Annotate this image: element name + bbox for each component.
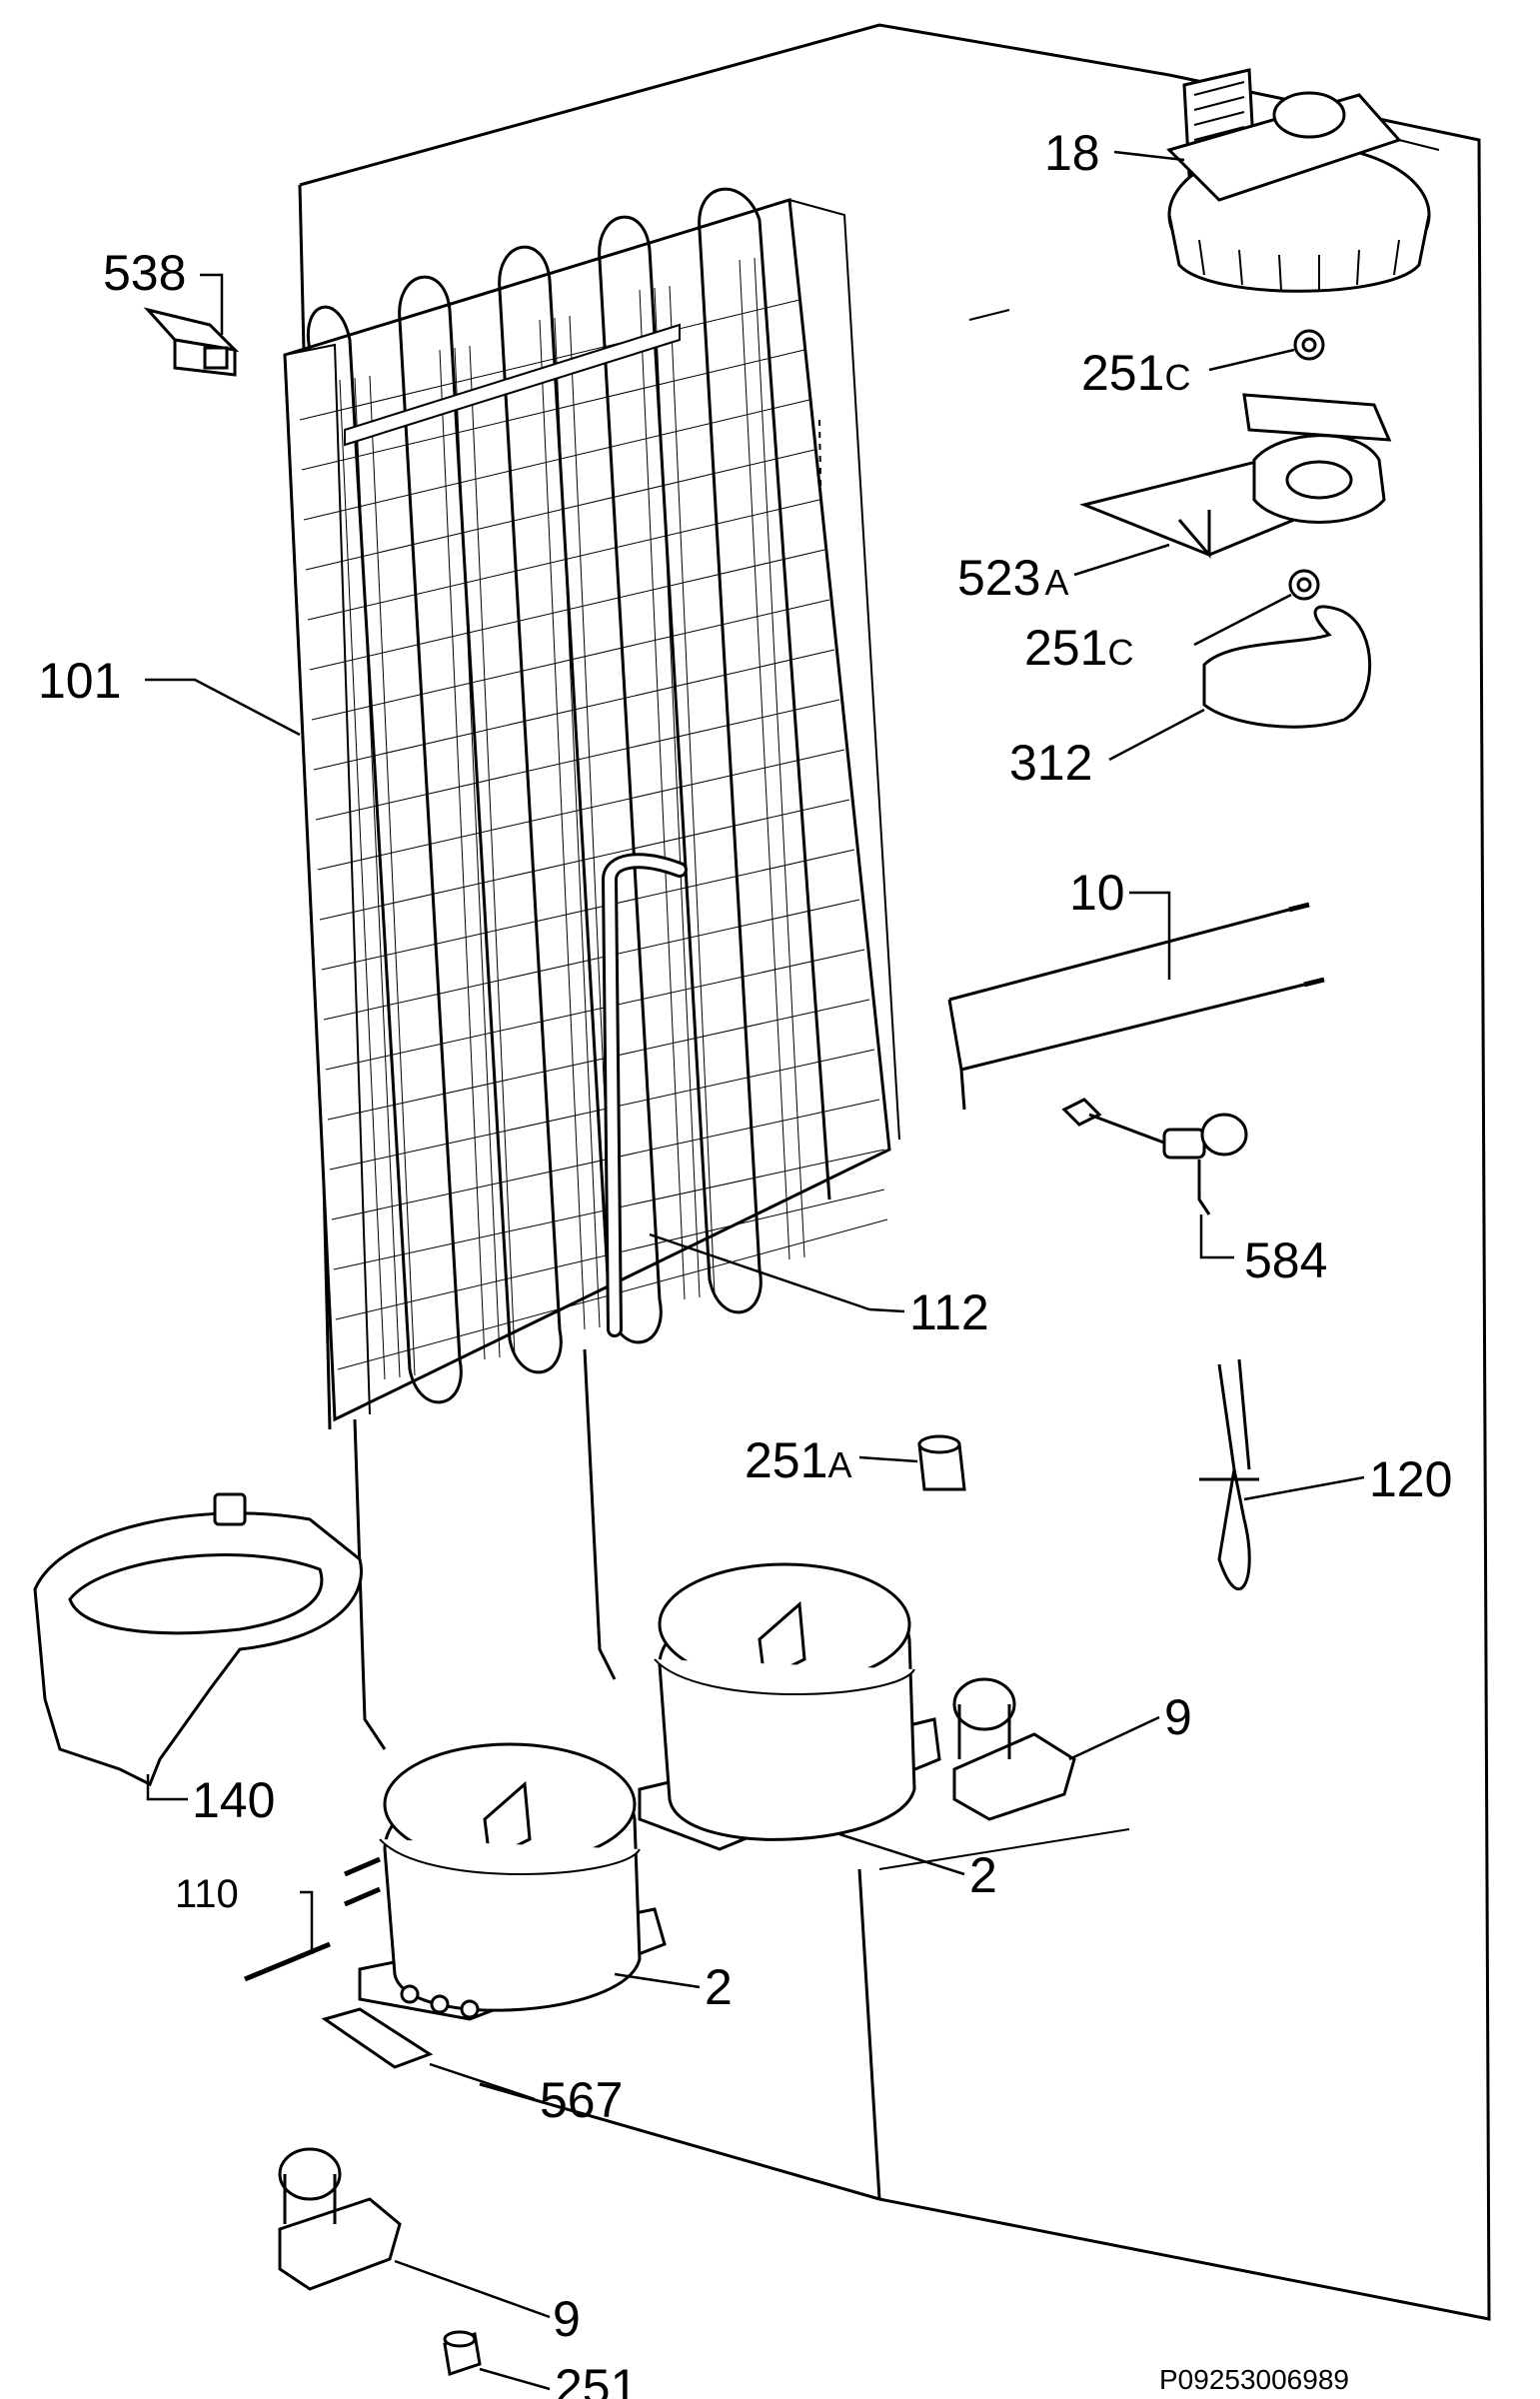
label-part-120: 120 — [1369, 1451, 1452, 1507]
label-part-2-lower: 2 — [705, 1959, 733, 2015]
connector-538 — [143, 307, 240, 377]
label-part-2-upper: 2 — [969, 1847, 997, 1903]
label-part-251a: 251A — [745, 1432, 851, 1488]
clip-9-lower — [278, 2147, 402, 2291]
sensor-584 — [1061, 1098, 1248, 1215]
drier-tube-112 — [601, 853, 688, 1337]
fan-motor-18 — [1166, 68, 1431, 293]
label-part-101: 101 — [38, 653, 121, 709]
compressor-upper-2 — [638, 1562, 941, 1851]
label-part-112: 112 — [909, 1284, 989, 1340]
nut-251c-top — [1293, 329, 1325, 361]
label-part-251c-top: 251C — [1081, 345, 1190, 401]
nut-251 — [443, 2330, 482, 2376]
label-part-10: 10 — [1069, 865, 1125, 921]
label-part-584: 584 — [1244, 1232, 1327, 1288]
compressor-lower-2 — [358, 1742, 667, 2021]
condenser-101 — [283, 187, 900, 1750]
label-part-251: 251 — [555, 2359, 638, 2399]
spacer-251a — [917, 1434, 966, 1491]
drip-tray-140 — [33, 1492, 363, 1787]
leader-lines — [145, 150, 1365, 2391]
label-part-18: 18 — [1044, 125, 1100, 181]
pins-110 — [244, 1856, 381, 1982]
wire-harness-120 — [1199, 1358, 1259, 1591]
nut-251c-mid — [1288, 569, 1320, 601]
label-part-538: 538 — [103, 245, 186, 301]
label-part-140: 140 — [192, 1772, 275, 1828]
fan-bracket-523a — [1079, 393, 1392, 560]
label-part-9-lower: 9 — [553, 2291, 581, 2347]
heater-wire-10 — [947, 902, 1325, 1111]
shroud-312 — [1202, 605, 1372, 729]
label-part-251c-mid: 251C — [1024, 620, 1133, 676]
label-part-567: 567 — [540, 2072, 623, 2128]
label-part-312: 312 — [1009, 735, 1092, 791]
plate-567 — [321, 2007, 434, 2069]
clip-9-upper — [952, 1677, 1076, 1821]
document-code: P09253006989 — [1159, 2364, 1349, 2395]
label-part-9-upper: 9 — [1164, 1689, 1192, 1745]
label-part-110: 110 — [175, 1872, 239, 1916]
